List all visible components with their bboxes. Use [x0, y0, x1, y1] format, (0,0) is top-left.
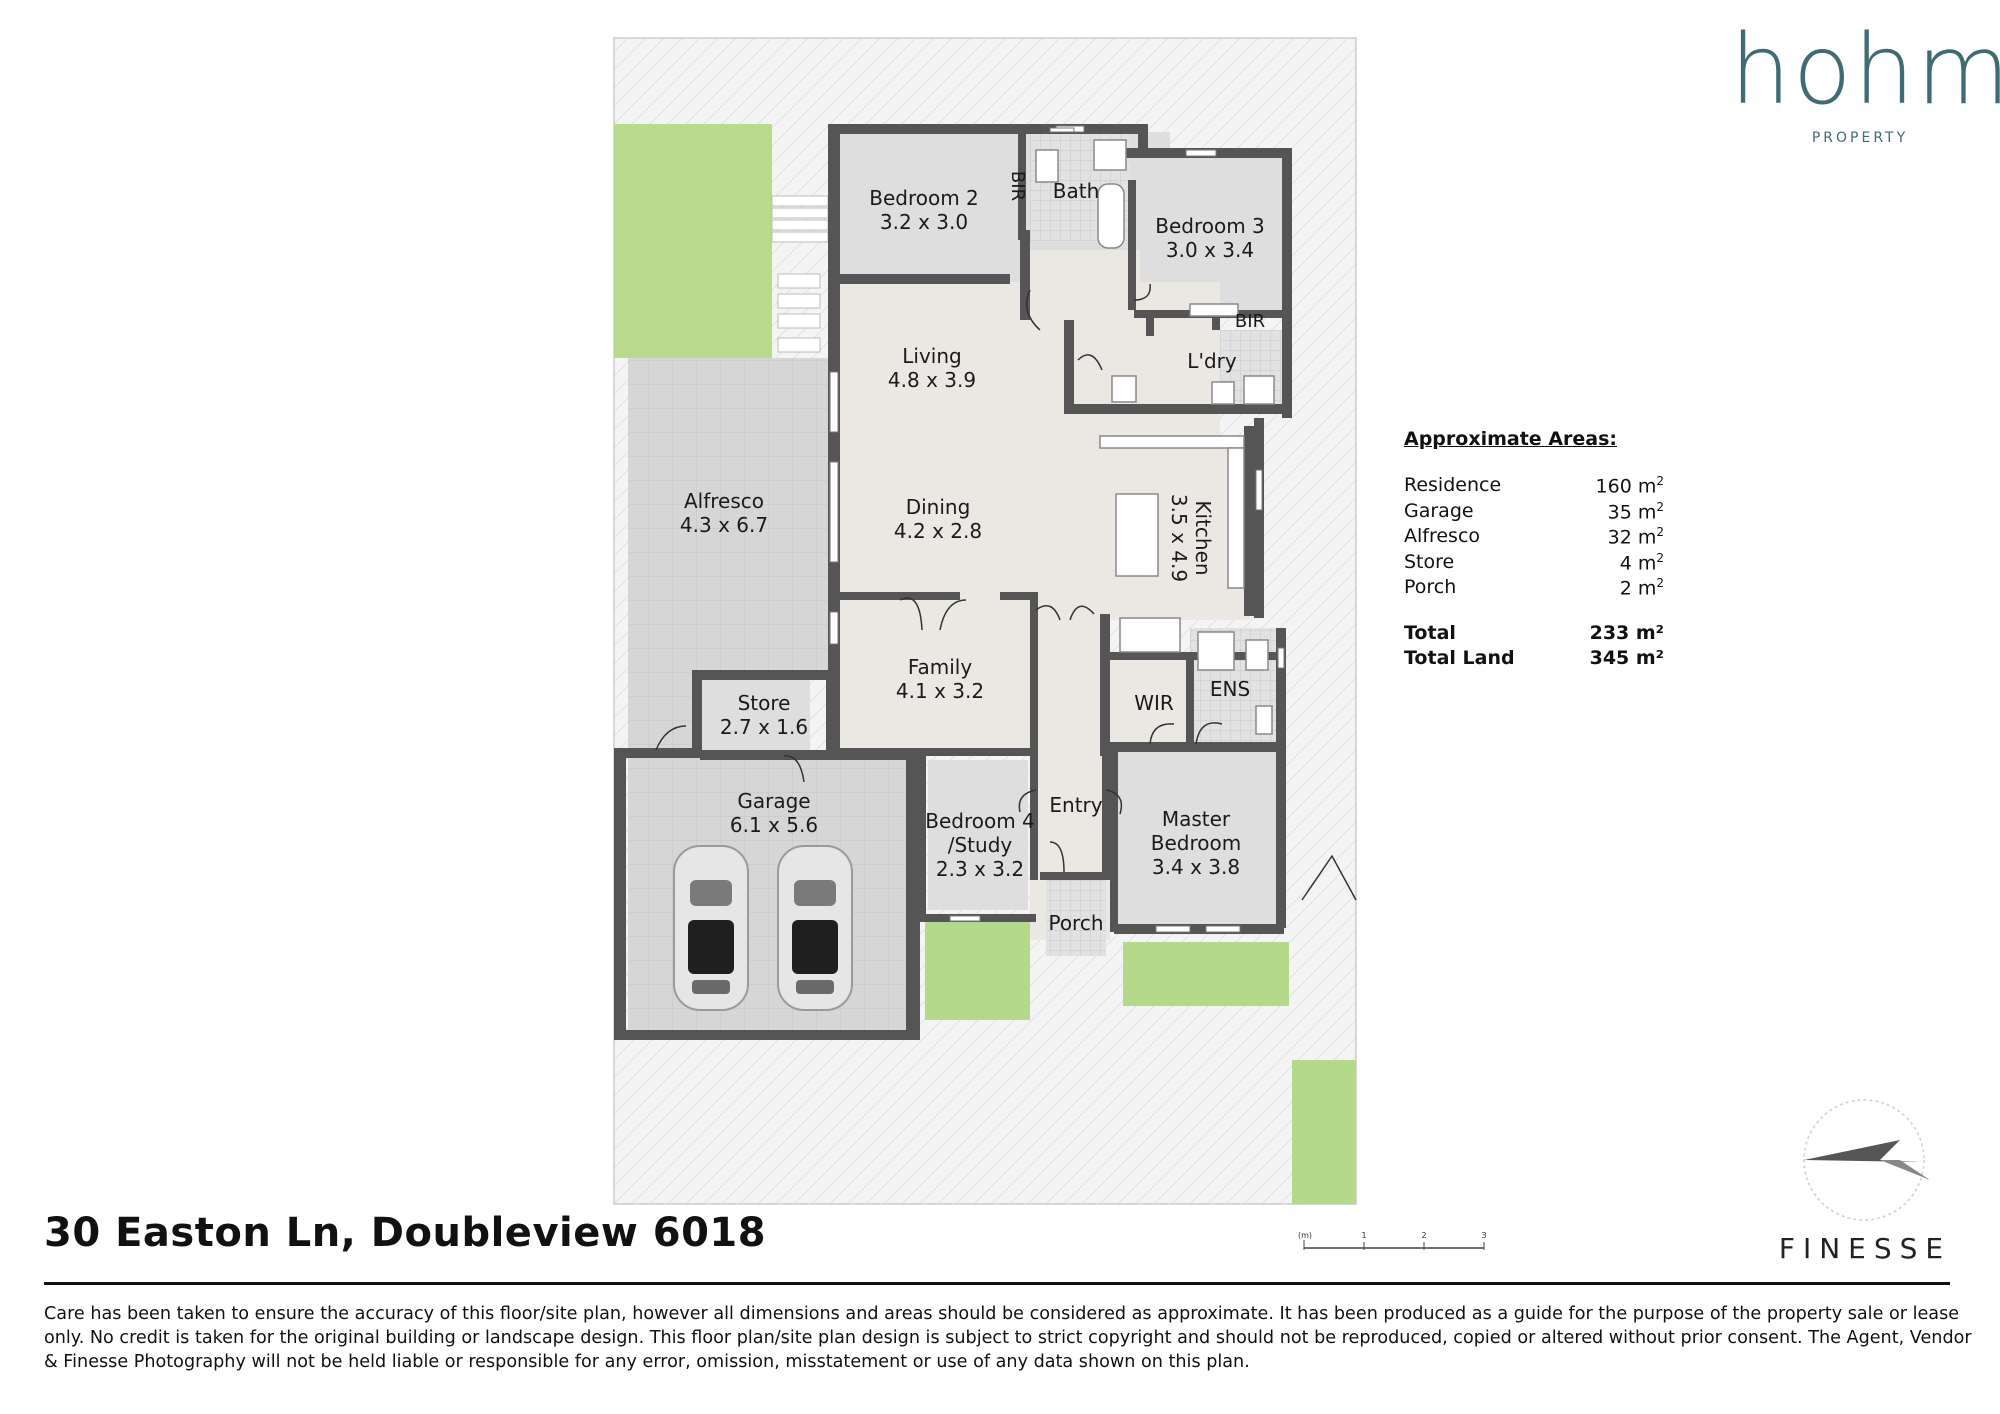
room-bed4-dims: 2.3 x 3.2 [936, 857, 1024, 881]
area-total-land-row: Total Land 345 m² [1404, 647, 1664, 673]
car-right-icon [777, 845, 853, 1011]
room-alfresco-dims: 4.3 x 6.7 [680, 513, 768, 537]
room-master-bedroom: Bedroom [1151, 831, 1241, 855]
room-bedroom2-dims: 3.2 x 3.0 [880, 210, 968, 234]
room-bed4-name: Bedroom 4 [925, 809, 1035, 833]
room-wir: WIR [1134, 691, 1174, 715]
lawn-bottom-right [1292, 1060, 1356, 1204]
room-bedroom2-name: Bedroom 2 [869, 186, 979, 210]
room-dining-name: Dining [906, 495, 971, 519]
room-master-name: Master [1162, 807, 1231, 831]
room-ens: ENS [1210, 677, 1250, 701]
area-unit: m [1637, 500, 1657, 523]
scale-tick-2: 2 [1421, 1231, 1426, 1240]
area-unit: m [1637, 551, 1657, 574]
scale-bar: (m) 1 2 3 [1298, 1231, 1487, 1250]
room-store-dims: 2.7 x 1.6 [720, 715, 808, 739]
car-left-icon [673, 845, 749, 1011]
room-garage-dims: 6.1 x 5.6 [730, 813, 818, 837]
room-bedroom3-name: Bedroom 3 [1155, 214, 1265, 238]
brand-logo: hohm PROPERTY [1730, 14, 2000, 146]
room-entry: Entry [1049, 793, 1102, 817]
room-bath: Bath [1053, 179, 1100, 203]
lawn-front-right [1123, 942, 1289, 1006]
divider [44, 1282, 1950, 1285]
area-label: Residence [1404, 474, 1502, 496]
room-porch: Porch [1048, 911, 1103, 935]
room-dining-dims: 4.2 x 2.8 [894, 519, 982, 543]
lawn-front-left [925, 920, 1030, 1020]
room-labels: Bedroom 2 3.2 x 3.0 BIR Bath Bedroom 3 3… [680, 171, 1265, 935]
area-value: 2 [1619, 577, 1632, 600]
room-garage-name: Garage [737, 789, 810, 813]
alfresco-floor [628, 358, 832, 670]
total-value: 233 m² [1589, 621, 1664, 644]
area-label: Store [1404, 550, 1455, 573]
room-alfresco-name: Alfresco [684, 489, 764, 513]
room-store-name: Store [738, 691, 791, 715]
fixtures [1035, 139, 1275, 735]
scale-tick-1: 1 [1361, 1231, 1366, 1240]
room-family-dims: 4.1 x 3.2 [896, 679, 984, 703]
area-value: 35 [1607, 500, 1632, 523]
area-total-row: Total 233 m² [1404, 622, 1664, 648]
area-label: Porch [1404, 576, 1457, 598]
room-bed4-study: /Study [948, 833, 1013, 857]
areas-title: Approximate Areas: [1404, 428, 1617, 450]
area-label: Garage [1404, 499, 1474, 522]
area-value: 160 [1595, 475, 1632, 498]
windows [829, 125, 1285, 933]
room-bir-1: BIR [1007, 171, 1028, 201]
lawn-top-left [614, 124, 772, 358]
room-family-name: Family [908, 655, 973, 679]
room-laundry: L'dry [1187, 349, 1237, 373]
scale-unit: (m) [1298, 1231, 1312, 1240]
area-unit: m [1637, 475, 1657, 498]
photographer-logo: FINESSE [1778, 1232, 1952, 1265]
disclaimer-text: Care has been taken to ensure the accura… [44, 1304, 1972, 1372]
area-unit: m [1637, 526, 1657, 549]
area-label: Alfresco [1404, 525, 1481, 547]
room-living-name: Living [902, 344, 961, 368]
property-address: 30 Easton Ln, Doubleview 6018 [44, 1210, 767, 1256]
area-value: 32 [1607, 526, 1632, 549]
scale-tick-3: 3 [1481, 1231, 1486, 1240]
north-compass-icon [1803, 1099, 1930, 1221]
brand-name: hohm [1730, 14, 2000, 126]
doors [655, 283, 1357, 901]
total-land-label: Total Land [1404, 647, 1515, 669]
room-living-dims: 4.8 x 3.9 [888, 368, 976, 392]
room-master-dims: 3.4 x 3.8 [1152, 855, 1240, 879]
area-unit: m [1637, 577, 1657, 600]
room-kitchen-name: Kitchen [1191, 500, 1215, 575]
room-kitchen-dims: 3.5 x 4.9 [1167, 494, 1191, 582]
brand-tagline: PROPERTY [1811, 130, 1909, 146]
total-land-value: 345 m² [1589, 647, 1664, 669]
room-bir-2: BIR [1235, 311, 1265, 332]
total-label: Total [1404, 621, 1456, 644]
room-bedroom3-dims: 3.0 x 3.4 [1166, 238, 1254, 262]
area-value: 4 [1619, 551, 1632, 574]
